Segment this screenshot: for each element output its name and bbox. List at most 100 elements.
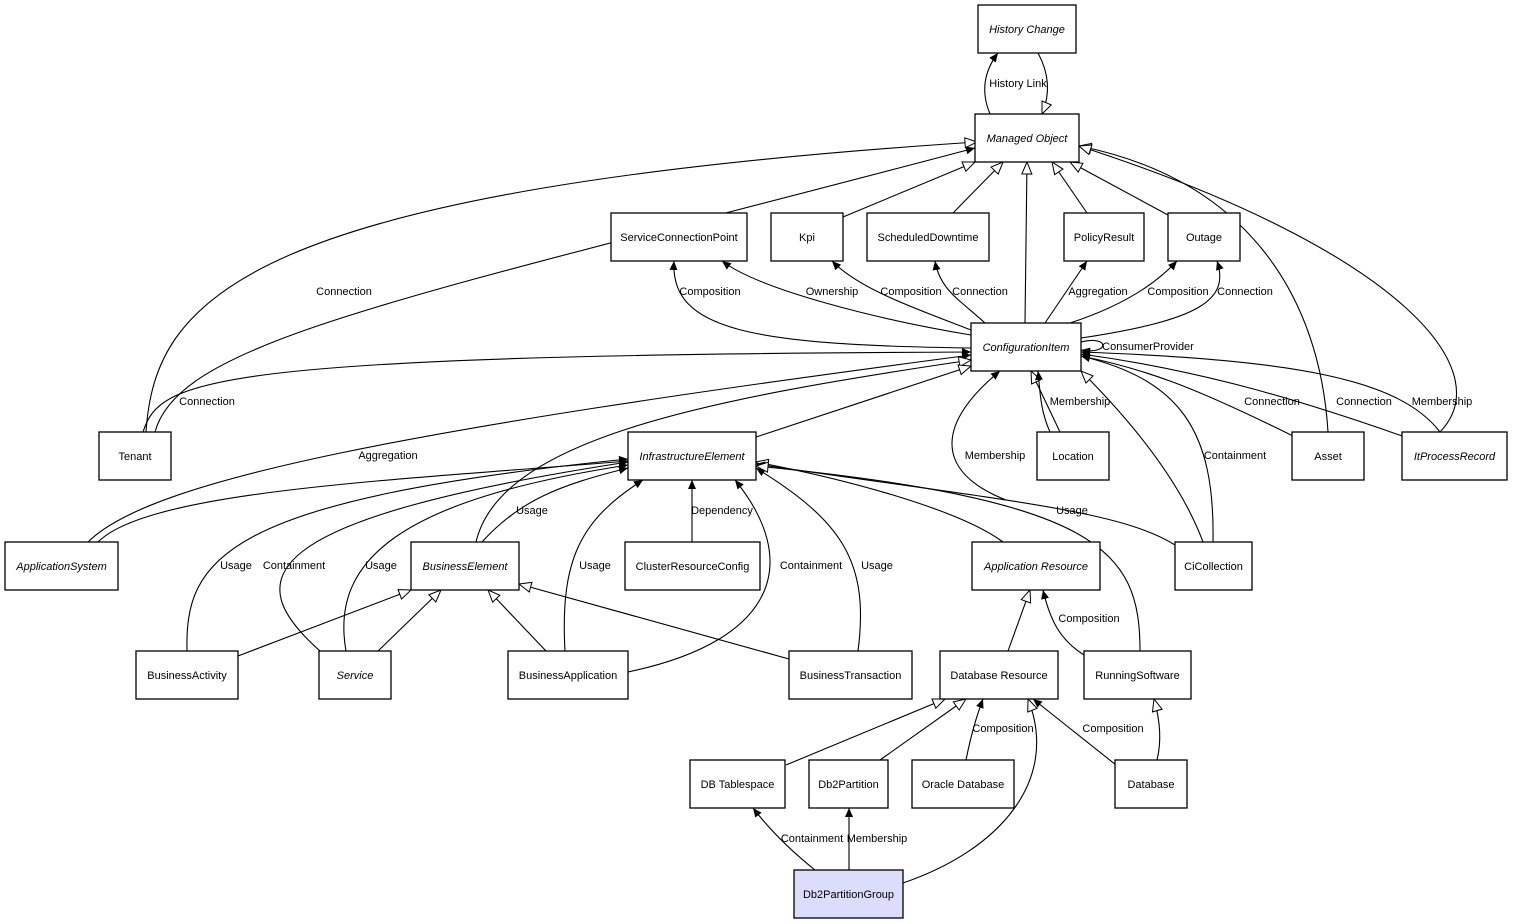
node-label: Db2PartitionGroup [803, 889, 894, 901]
edge-path [785, 699, 945, 766]
node-box[interactable] [1167, 212, 1241, 262]
node-box[interactable] [793, 869, 904, 919]
node-box[interactable] [974, 113, 1080, 163]
edge-association [721, 260, 972, 336]
node-scheduled-downtime[interactable]: ScheduledDowntime [866, 212, 990, 262]
node-box[interactable] [1114, 759, 1188, 809]
node-database[interactable]: Database [1114, 759, 1188, 809]
node-asset[interactable]: Asset [1291, 431, 1365, 481]
node-business-transaction[interactable]: BusinessTransaction [788, 650, 913, 700]
node-application-system[interactable]: ApplicationSystem [4, 541, 119, 591]
node-label: History Change [989, 24, 1065, 36]
node-label: Kpi [799, 232, 815, 244]
node-label: RunningSoftware [1095, 670, 1179, 682]
node-service[interactable]: Service [318, 650, 392, 700]
edge-path [1052, 162, 1088, 214]
node-label: Application Resource [983, 561, 1088, 573]
node-managed-object[interactable]: Managed Object [974, 113, 1080, 163]
node-box[interactable] [1174, 541, 1253, 591]
node-business-activity[interactable]: BusinessActivity [135, 650, 239, 700]
node-infrastructure-element[interactable]: InfrastructureElement [627, 431, 757, 481]
node-box[interactable] [1063, 212, 1145, 262]
node-box[interactable] [977, 4, 1077, 54]
edge-inheritance [145, 142, 977, 433]
edge-association [755, 461, 1176, 546]
node-it-process-record[interactable]: ItProcessRecord [1401, 431, 1508, 481]
node-policy-result[interactable]: PolicyResult [1063, 212, 1145, 262]
node-box[interactable] [624, 541, 761, 591]
edge-association [1080, 353, 1294, 437]
node-box[interactable] [866, 212, 990, 262]
node-service-connection-point[interactable]: ServiceConnectionPoint [610, 212, 748, 262]
edge-path [755, 461, 1176, 546]
edge-association [481, 466, 629, 543]
node-box[interactable] [939, 650, 1059, 700]
node-box[interactable] [98, 431, 172, 481]
edge-association [1044, 260, 1088, 324]
node-box[interactable] [971, 541, 1101, 591]
node-kpi[interactable]: Kpi [770, 212, 844, 262]
node-dbtablespace[interactable]: DB Tablespace [689, 759, 786, 809]
node-cluster-resource-config[interactable]: ClusterResourceConfig [624, 541, 761, 591]
edge-path [97, 457, 629, 543]
node-box[interactable] [788, 650, 913, 700]
node-box[interactable] [410, 541, 520, 591]
edge-inheritance [475, 360, 971, 543]
node-box[interactable] [135, 650, 239, 700]
node-box[interactable] [4, 541, 119, 591]
edge-path [481, 466, 629, 543]
edge-label: Usage [1056, 505, 1088, 517]
node-box[interactable] [689, 759, 786, 809]
edge-inheritance [756, 462, 1004, 543]
edge-path [1154, 699, 1160, 761]
node-history-change[interactable]: History Change [977, 4, 1077, 54]
node-box[interactable] [1083, 650, 1192, 700]
node-label: ConfigurationItem [983, 342, 1070, 354]
node-box[interactable] [1291, 431, 1365, 481]
node-label: BusinessActivity [147, 670, 227, 682]
edge-inheritance [1052, 162, 1088, 214]
node-box[interactable] [507, 650, 629, 700]
edge-label: Composition [679, 286, 740, 298]
edge-path [984, 52, 999, 115]
node-configuration-item[interactable]: ConfigurationItem [970, 322, 1082, 372]
node-application-resource[interactable]: Application Resource [971, 541, 1101, 591]
node-label: Database [1127, 779, 1174, 791]
edge-path [186, 455, 629, 652]
edge-path [377, 590, 441, 652]
node-box[interactable] [1401, 431, 1508, 481]
edge-path [1034, 370, 1051, 433]
node-running-software[interactable]: RunningSoftware [1083, 650, 1192, 700]
node-db2-partition-group[interactable]: Db2PartitionGroup [793, 869, 904, 919]
node-label: ScheduledDowntime [878, 232, 979, 244]
node-box[interactable] [911, 759, 1015, 809]
node-ci-collection[interactable]: CiCollection [1174, 541, 1253, 591]
node-box[interactable] [770, 212, 844, 262]
node-box[interactable] [970, 322, 1082, 372]
node-box[interactable] [627, 431, 757, 481]
node-box[interactable] [1036, 431, 1110, 481]
edge-path [1081, 371, 1204, 543]
node-box[interactable] [808, 759, 889, 809]
node-outage[interactable]: Outage [1167, 212, 1241, 262]
node-db2-partition[interactable]: Db2Partition [808, 759, 889, 809]
node-business-application[interactable]: BusinessApplication [507, 650, 629, 700]
edge-association [831, 260, 972, 331]
edge-label: Composition [1147, 286, 1208, 298]
edge-label: Usage [516, 505, 548, 517]
node-business-element[interactable]: BusinessElement [410, 541, 520, 591]
node-database-resource[interactable]: Database Resource [939, 650, 1059, 700]
node-oracle-database[interactable]: Oracle Database [911, 759, 1015, 809]
edge-path [1080, 348, 1441, 433]
edge-path [488, 590, 547, 652]
edge-association [1041, 589, 1085, 656]
edge-association [1032, 698, 1117, 766]
node-label: ServiceConnectionPoint [620, 232, 737, 244]
node-box[interactable] [610, 212, 748, 262]
node-tenant[interactable]: Tenant [98, 431, 172, 481]
edge-path [1080, 354, 1214, 543]
node-location[interactable]: Location [1036, 431, 1110, 481]
node-label: Service [337, 670, 374, 682]
edge-label: Connection [316, 286, 372, 298]
node-box[interactable] [318, 650, 392, 700]
